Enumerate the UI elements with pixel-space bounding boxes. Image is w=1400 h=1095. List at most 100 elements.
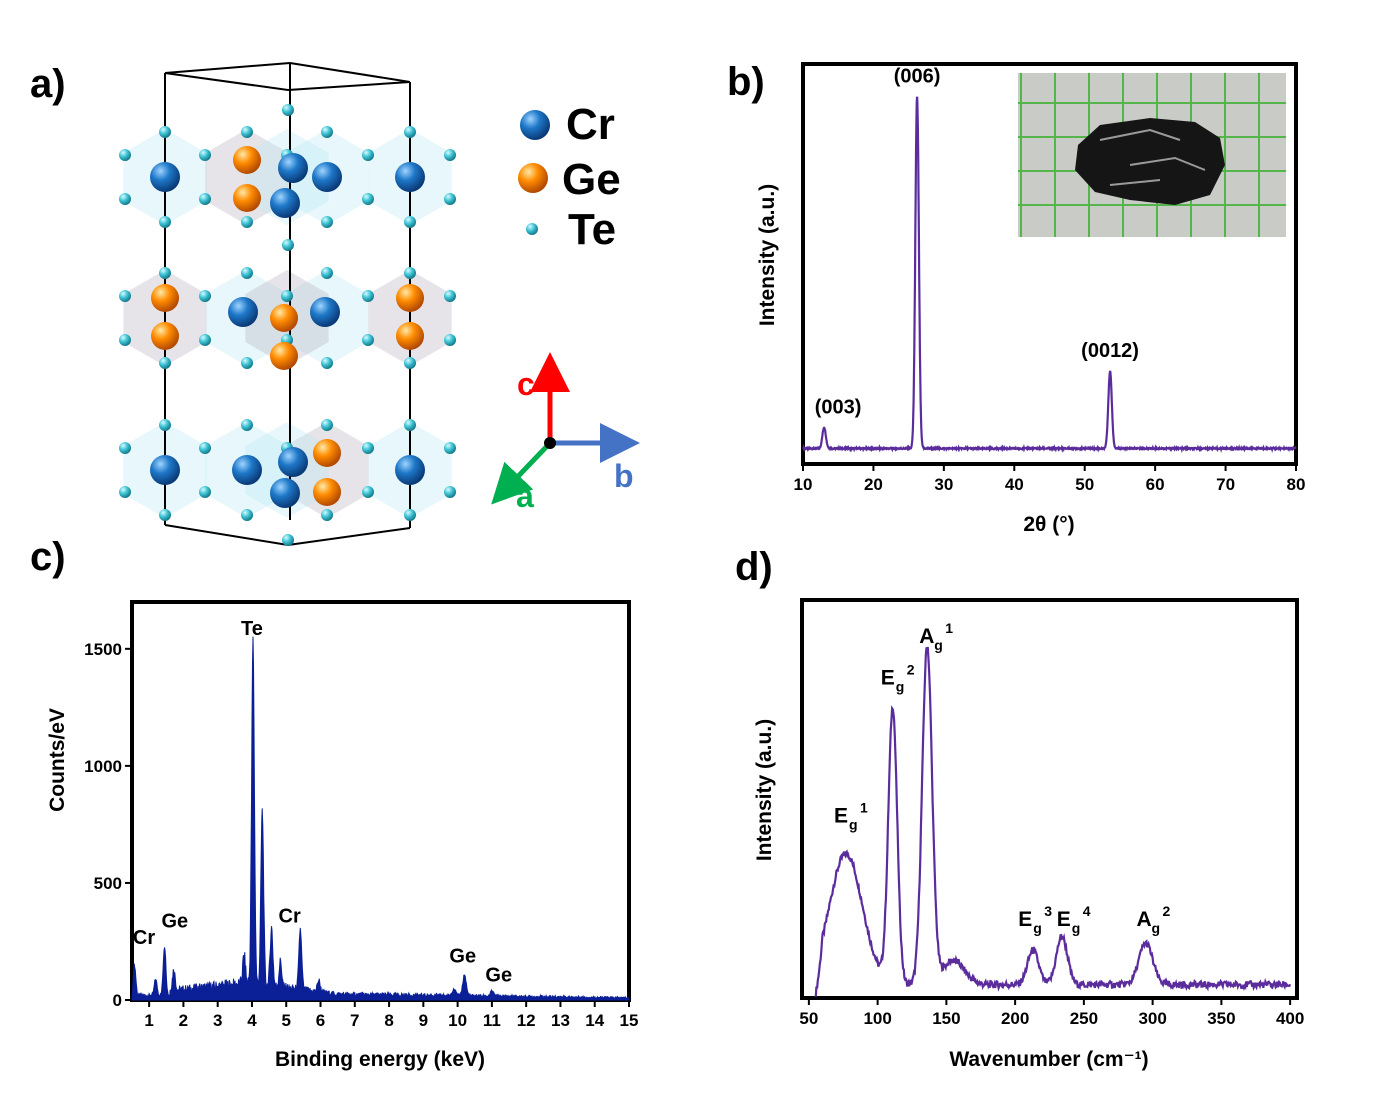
te-atom: [362, 149, 374, 161]
eds-y-axis-label: Counts/eV: [46, 708, 69, 812]
te-atom: [119, 486, 131, 498]
raman-x-axis-label: Wavenumber (cm⁻¹): [949, 1048, 1148, 1071]
eds-x-tick-label: 8: [384, 1011, 393, 1030]
cr-atom: [312, 162, 342, 192]
raman-x-tick-label: 150: [932, 1009, 960, 1028]
raman-peak-label-sub: g: [934, 637, 943, 653]
cr-atom: [310, 297, 340, 327]
cr-atom: [228, 297, 258, 327]
eds-x-tick-label: 12: [517, 1011, 536, 1030]
te-atom: [119, 193, 131, 205]
te-atom: [159, 267, 171, 279]
panel-label-a: a): [30, 62, 66, 106]
legend-label-te: Te: [568, 205, 617, 254]
raman-peak-label: E: [834, 805, 848, 828]
xrd-x-tick-label: 50: [1075, 475, 1094, 494]
legend-te-sphere: [526, 223, 538, 235]
eds-x-tick-label: 5: [282, 1011, 291, 1030]
te-atom: [321, 216, 333, 228]
eds-x-tick-label: 10: [448, 1011, 467, 1030]
eds-x-tick-label: 14: [585, 1011, 604, 1030]
ge-atom: [396, 284, 424, 312]
eds-x-tick-label: 3: [213, 1011, 222, 1030]
te-atom: [404, 216, 416, 228]
te-atom: [241, 357, 253, 369]
xrd-x-tick-label: 70: [1216, 475, 1235, 494]
te-atom: [404, 357, 416, 369]
te-atom: [282, 104, 294, 116]
eds-y-tick-label: 1500: [84, 640, 122, 659]
raman-peak-label-sup: 3: [1044, 903, 1052, 919]
ge-atom: [396, 322, 424, 350]
panel-label-c: c): [30, 535, 66, 579]
ge-atom: [313, 439, 341, 467]
eds-y-tick-label: 1000: [84, 757, 122, 776]
a-axis-label: a: [516, 478, 534, 514]
xrd-x-tick-label: 10: [794, 475, 813, 494]
eds-peak-label: Ge: [485, 964, 512, 986]
xrd-peak-label: (0012): [1081, 340, 1139, 362]
eds-peak-label: Cr: [279, 906, 301, 928]
raman-x-tick-label: 100: [863, 1009, 891, 1028]
ge-atom: [151, 284, 179, 312]
raman-frame: [800, 598, 1299, 1000]
xrd-y-axis-label: Intensity (a.u.): [756, 184, 779, 326]
te-atom: [159, 419, 171, 431]
te-atom: [199, 334, 211, 346]
cr-atom: [150, 162, 180, 192]
eds-x-tick-label: 7: [350, 1011, 359, 1030]
te-atom: [444, 334, 456, 346]
b-axis-label: b: [614, 458, 634, 494]
te-atom: [444, 290, 456, 302]
te-atom: [321, 126, 333, 138]
te-atom: [444, 149, 456, 161]
raman-x-tick-label: 400: [1276, 1009, 1304, 1028]
cr-atom: [232, 455, 262, 485]
te-atom: [444, 442, 456, 454]
raman-peak-label-sub: g: [1033, 920, 1042, 936]
eds-x-tick-label: 9: [419, 1011, 428, 1030]
raman-x-tick-label: 50: [799, 1009, 818, 1028]
xrd-x-tick-label: 60: [1146, 475, 1165, 494]
raman-x-tick-label: 250: [1070, 1009, 1098, 1028]
raman-peak-label-sub: g: [1152, 920, 1161, 936]
te-atom: [199, 193, 211, 205]
panel-label-d: d): [735, 545, 773, 589]
te-atom: [362, 290, 374, 302]
xrd-series-line: [802, 96, 1297, 454]
eds-x-tick-label: 13: [551, 1011, 570, 1030]
ge-atom: [151, 322, 179, 350]
axis-triad: c b a: [491, 352, 640, 514]
raman-peak-label-sub: g: [896, 679, 905, 695]
te-atom: [362, 193, 374, 205]
raman-peak-label: A: [919, 625, 934, 648]
te-atom: [159, 357, 171, 369]
xrd-frame: [801, 62, 1298, 466]
eds-x-tick-label: 11: [483, 1011, 501, 1030]
te-atom: [321, 509, 333, 521]
te-atom: [241, 509, 253, 521]
xrd-inset-photo: [1018, 73, 1286, 237]
te-atom: [159, 216, 171, 228]
te-atom: [404, 419, 416, 431]
te-atom: [282, 239, 294, 251]
te-atom: [404, 267, 416, 279]
legend-label-ge: Ge: [562, 155, 621, 204]
cr-atom: [150, 455, 180, 485]
eds-y-tick-label: 0: [113, 991, 122, 1010]
te-atom: [444, 193, 456, 205]
eds-x-tick-label: 15: [620, 1011, 639, 1030]
octahedron: [205, 129, 289, 225]
raman-peak-label-sup: 1: [945, 620, 953, 636]
cr-atom: [395, 455, 425, 485]
eds-spectrum-area: [131, 636, 630, 1001]
xrd-x-tick-label: 40: [1005, 475, 1024, 494]
raman-series-line: [814, 646, 1292, 997]
te-atom: [119, 442, 131, 454]
te-atom: [321, 357, 333, 369]
te-atom: [199, 442, 211, 454]
